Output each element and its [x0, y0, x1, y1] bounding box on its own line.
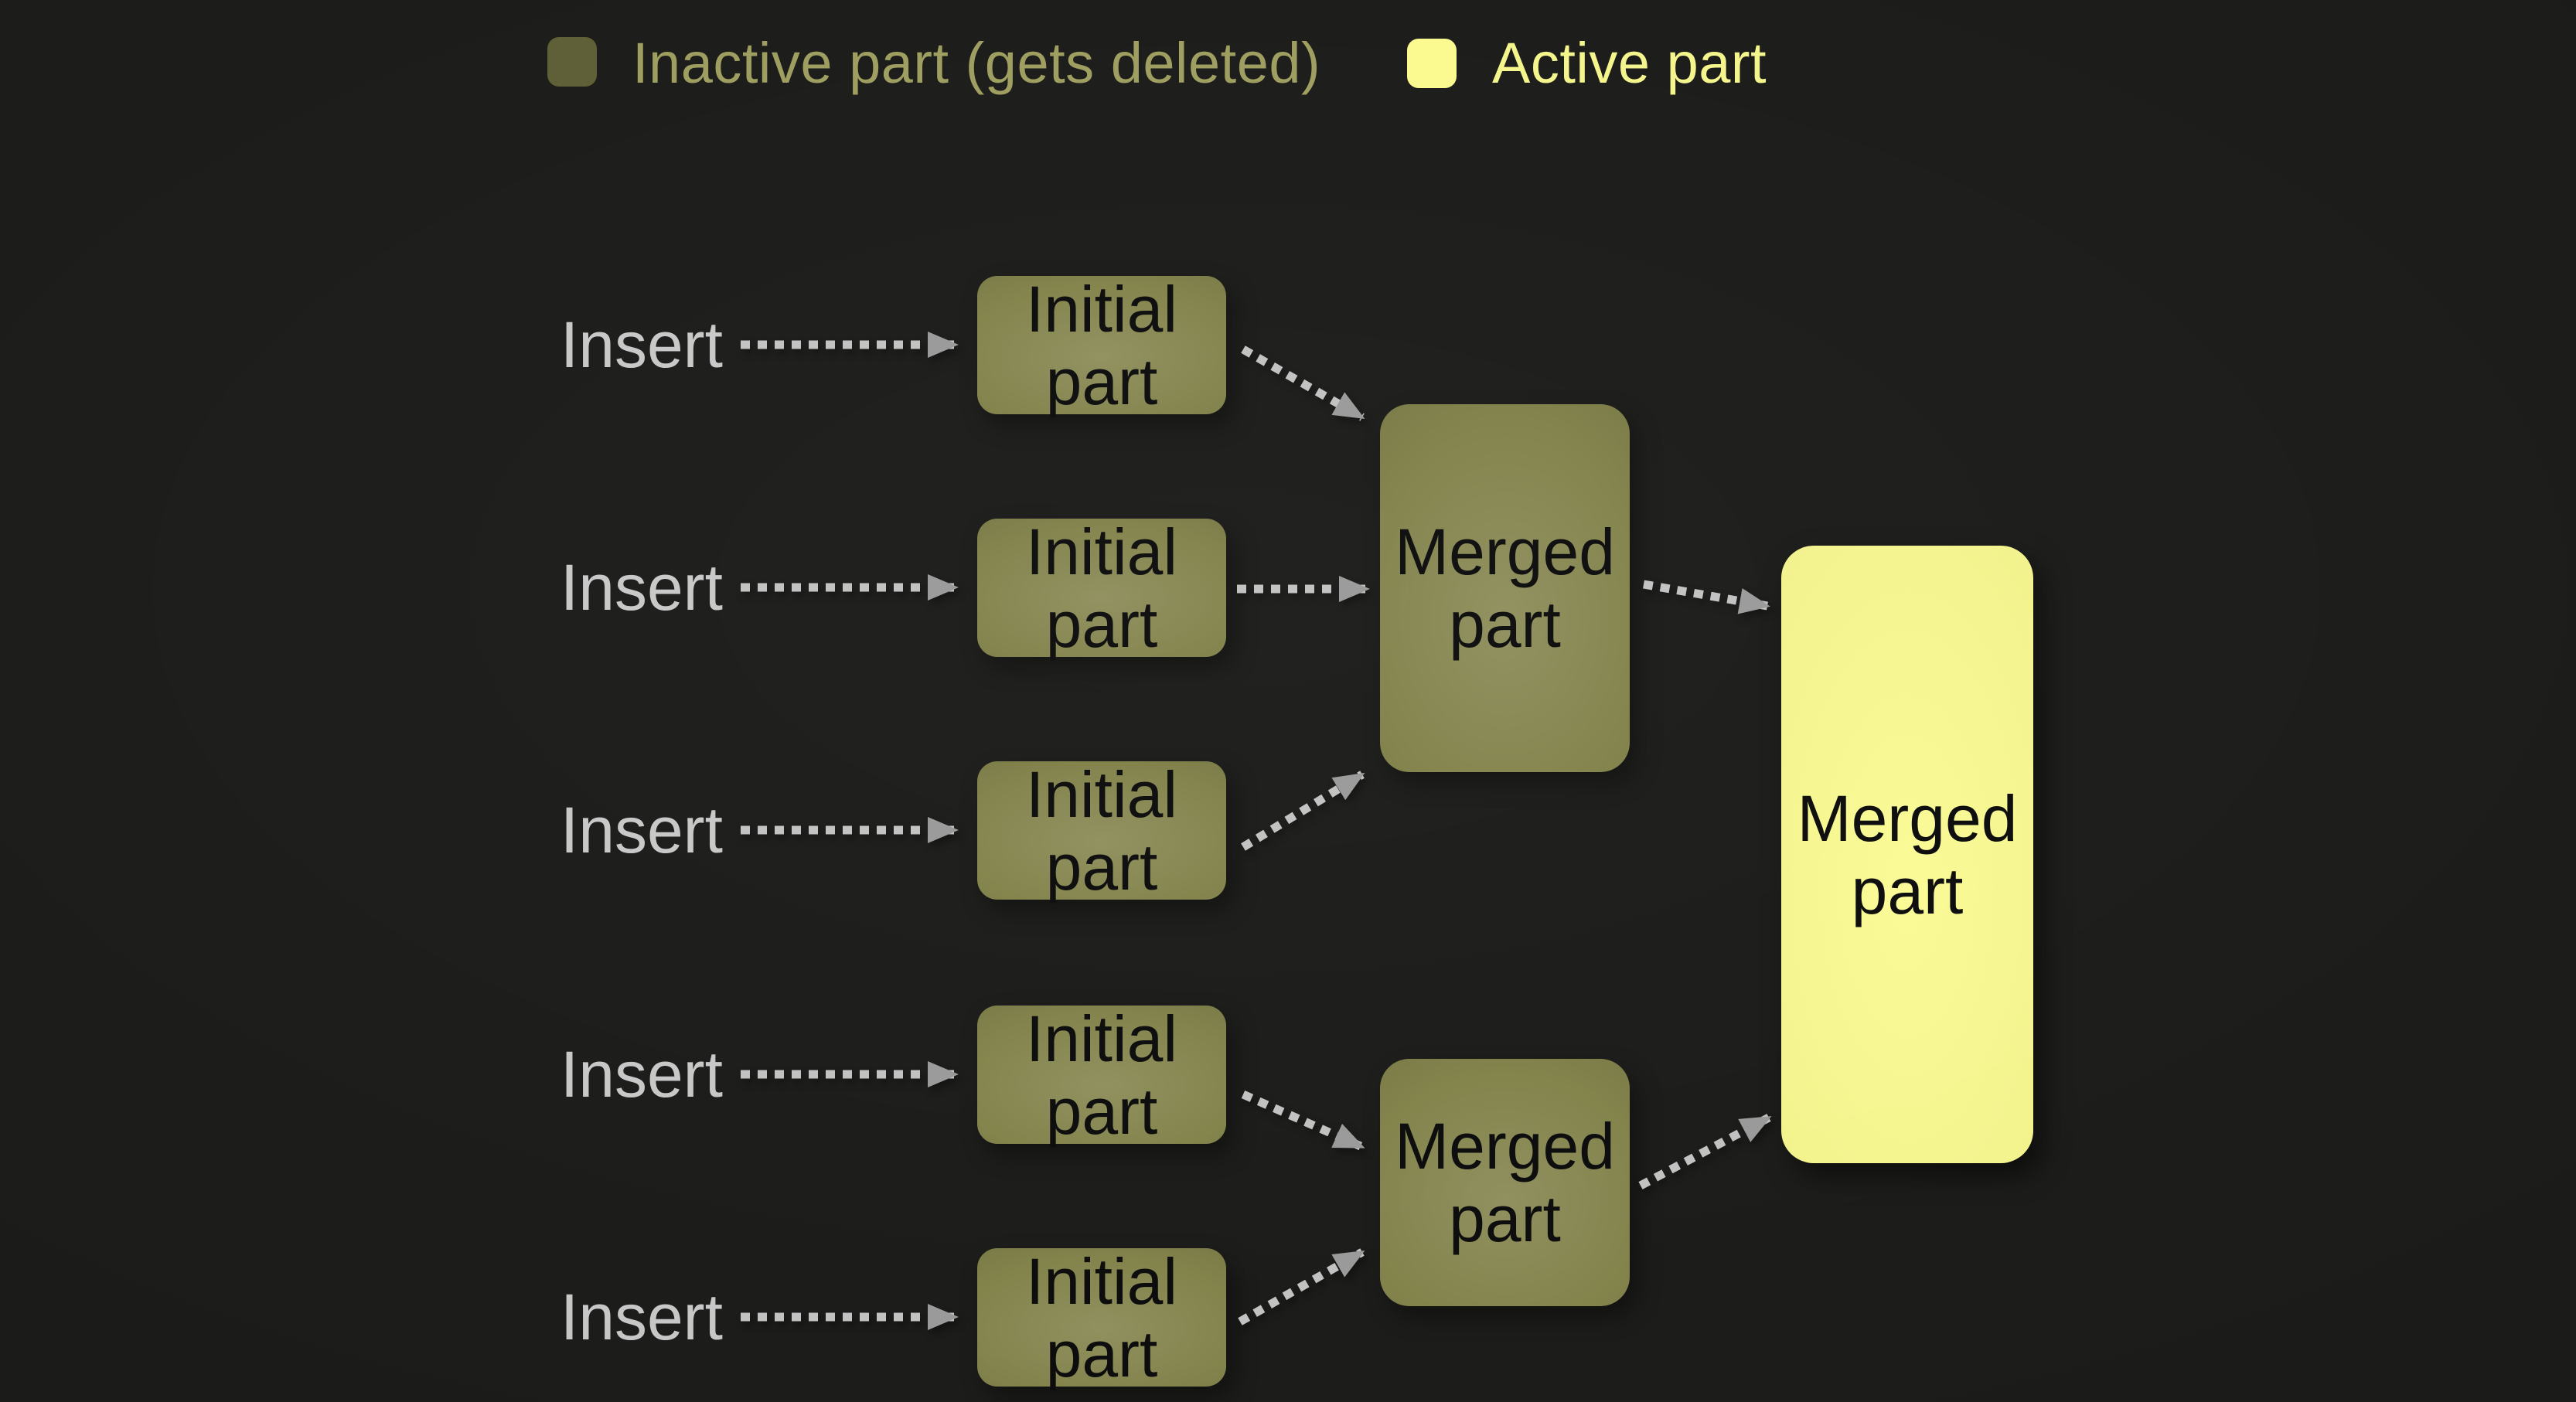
arrow-merged2-to-active: [1638, 1114, 1772, 1189]
legend-active-label: Active part: [1492, 31, 1767, 95]
arrow-initial3-to-merged1: [1241, 771, 1365, 851]
merged-part-node-active: Merged part: [1781, 546, 2033, 1163]
insert-label-3: Insert: [560, 794, 723, 866]
arrow-initial5-to-merged2: [1238, 1248, 1365, 1325]
initial-part-node-4: Initial part: [977, 1002, 1226, 1148]
insert-label-1: Insert: [560, 308, 723, 381]
legend-inactive-swatch: [547, 37, 597, 87]
legend-active-swatch: [1407, 39, 1457, 88]
insert-label-4: Insert: [560, 1038, 723, 1111]
arrow-merged1-to-active: [1643, 580, 1770, 614]
arrow-initial1-to-merged1: [1241, 345, 1365, 421]
merged-part-node-1: Merged part: [1380, 404, 1630, 772]
insert-label-5: Insert: [560, 1281, 723, 1353]
legend-inactive-label: Inactive part (gets deleted): [632, 31, 1321, 95]
initial-part-node-5: Initial part: [977, 1245, 1226, 1390]
initial-part-node-1: Initial part: [977, 273, 1226, 418]
insert-label-2: Insert: [560, 551, 723, 624]
initial-part-node-3: Initial part: [977, 758, 1226, 903]
merged-part-node-2: Merged part: [1380, 1059, 1630, 1306]
arrow-initial4-to-merged2: [1241, 1090, 1365, 1152]
initial-part-node-2: Initial part: [977, 516, 1226, 661]
